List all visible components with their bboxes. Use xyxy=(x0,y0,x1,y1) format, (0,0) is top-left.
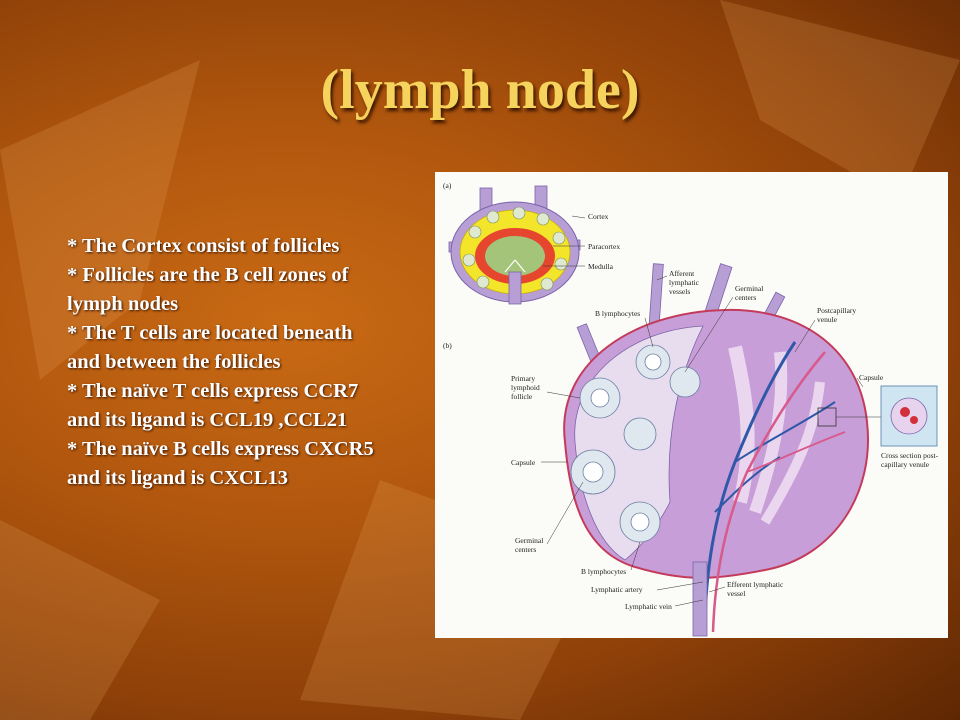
label-efferent-2: vessel xyxy=(727,589,745,598)
label-postcap-2: venule xyxy=(817,315,838,324)
bullet-line: * The T cells are located beneath xyxy=(67,322,353,344)
panel-a-label: (a) xyxy=(443,181,452,190)
label-capsule-right: Capsule xyxy=(859,373,884,382)
lymph-node-diagram: (a) xyxy=(443,181,939,637)
label-cross-1: Cross section post- xyxy=(881,451,939,460)
label-b-lymph-bottom: B lymphocytes xyxy=(581,567,626,576)
label-afferent-3: vessels xyxy=(669,287,690,296)
label-efferent-1: Efferent lymphatic xyxy=(727,580,784,589)
label-lymph-artery: Lymphatic artery xyxy=(591,585,643,594)
bullet-line: and between the follicles xyxy=(67,351,281,373)
label-afferent-2: lymphatic xyxy=(669,278,700,287)
bullet-line: lymph nodes xyxy=(67,293,179,315)
label-cross-2: capillary venule xyxy=(881,460,930,469)
bullet-list: * The Cortex consist of follicles * Foll… xyxy=(67,232,437,493)
lymph-node-figure: (a) xyxy=(435,172,948,638)
label-primary-3: follicle xyxy=(511,392,533,401)
label-b-lymph-top: B lymphocytes xyxy=(595,309,640,318)
panel-b-label: (b) xyxy=(443,341,452,350)
schematic-node xyxy=(448,185,581,305)
slide-title: (lymph node) xyxy=(320,59,640,121)
bullet-line: * Follicles are the B cell zones of xyxy=(67,264,349,286)
label-afferent-1: Afferent xyxy=(669,269,695,278)
label-germinal-top-2: centers xyxy=(735,293,756,302)
label-lymph-vein: Lymphatic vein xyxy=(625,602,672,611)
label-germinal-top-1: Germinal xyxy=(735,284,763,293)
bullet-line: and its ligand is CXCL13 xyxy=(67,467,289,489)
label-primary-2: lymphoid xyxy=(511,383,540,392)
detailed-node xyxy=(563,263,938,637)
bullet-line: * The naïve B cells express CXCR5 xyxy=(67,438,374,460)
label-primary-1: Primary xyxy=(511,374,535,383)
label-cortex: Cortex xyxy=(588,212,609,221)
bullet-line: * The Cortex consist of follicles xyxy=(67,235,340,257)
label-paracortex: Paracortex xyxy=(588,242,620,251)
label-capsule-left: Capsule xyxy=(511,458,536,467)
label-germinal-bottom-2: centers xyxy=(515,545,536,554)
label-medulla: Medulla xyxy=(588,262,614,271)
bullet-line: * The naïve T cells express CCR7 xyxy=(67,380,359,402)
label-germinal-bottom-1: Germinal xyxy=(515,536,543,545)
label-postcap-1: Postcapillary xyxy=(817,306,856,315)
bullet-line: and its ligand is CCL19 ,CCL21 xyxy=(67,409,348,431)
